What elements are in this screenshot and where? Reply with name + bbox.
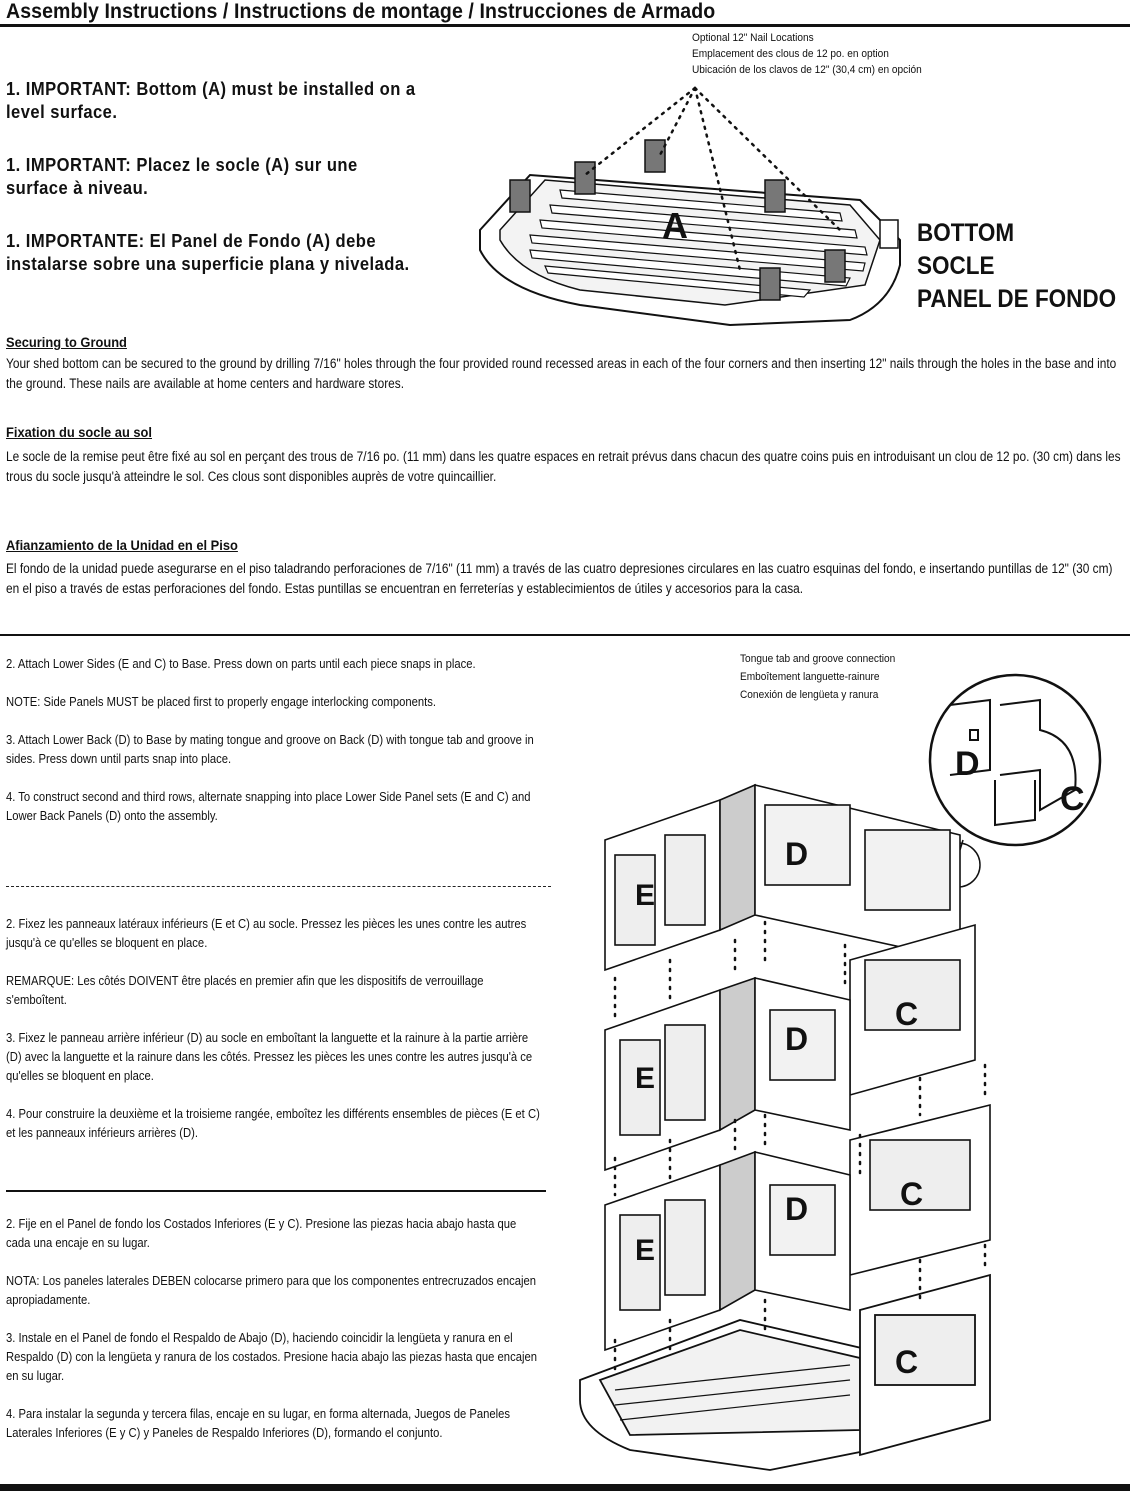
assembly-illustration: D C E D C E D C [579,673,1102,1471]
step-4-es: 4. Para instalar la segunda y tercera fi… [6,1407,511,1440]
bottom-label-fr: SOCLE [917,252,995,280]
step-3-en: 3. Attach Lower Back (D) to Base by mati… [6,733,534,766]
header-rule [0,24,1130,27]
row1-label-e: E [635,879,655,912]
dashed-divider-1 [6,886,551,887]
footer-rule [0,1484,1130,1491]
steps-es: 2. Fije en el Panel de fondo los Costado… [6,1215,542,1462]
nail-caption-fr: Emplacement des clous de 12 po. en optio… [692,48,889,60]
securing-heading-es: Afianzamiento de la Unidad en el Piso [6,537,238,553]
detail-label-d: D [955,745,980,783]
tongue-caption-en: Tongue tab and groove connection [740,653,896,665]
row1-label-d: D [785,836,808,872]
securing-body-fr: Le socle de la remise peut être fixé au … [6,449,1121,484]
bottom-label-en: BOTTOM [917,219,1015,247]
nail-caption-en: Optional 12" Nail Locations [692,32,814,44]
step-3-es: 3. Instale en el Panel de fondo el Respa… [6,1331,537,1383]
securing-body-es: El fondo de la unidad puede asegurarse e… [6,561,1113,596]
important-note-fr: 1. IMPORTANT: Placez le socle (A) sur un… [6,155,358,198]
row3-label-d: D [785,1191,808,1227]
divider-2 [6,1190,546,1192]
important-note-en: 1. IMPORTANT: Bottom (A) must be install… [6,79,416,122]
steps-en: 2. Attach Lower Sides (E and C) to Base.… [6,655,542,845]
step-4-en: 4. To construct second and third rows, a… [6,790,531,823]
note-es: NOTA: Los paneles laterales DEBEN coloca… [6,1274,537,1307]
step-2-en: 2. Attach Lower Sides (E and C) to Base.… [6,657,476,671]
step-2-fr: 2. Fixez les panneaux latéraux inférieur… [6,917,527,950]
row2-label-c: C [895,996,918,1032]
base-illustration: A [479,86,901,327]
section-divider [0,634,1130,636]
bottom-label-es: PANEL DE FONDO [917,285,1117,313]
securing-heading-fr: Fixation du socle au sol [6,424,153,440]
tongue-caption-es: Conexión de lengüeta y ranura [740,689,879,701]
securing-heading-en: Securing to Ground [6,334,127,350]
note-fr: REMARQUE: Les côtés DOIVENT être placés … [6,974,484,1007]
note-en: NOTE: Side Panels MUST be placed first t… [6,695,437,709]
step-3-fr: 3. Fixez le panneau arrière inférieur (D… [6,1031,533,1083]
row2-label-e: E [635,1062,655,1095]
step-2-es: 2. Fije en el Panel de fondo los Costado… [6,1217,517,1250]
steps-fr: 2. Fixez les panneaux latéraux inférieur… [6,915,542,1162]
securing-body-en: Your shed bottom can be secured to the g… [6,356,1117,391]
part-letter-a: A [662,205,688,246]
row2-label-d: D [785,1021,808,1057]
row3-label-e: E [635,1234,655,1267]
nail-caption-es: Ubicación de los clavos de 12" (30,4 cm)… [692,64,922,76]
step-4-fr: 4. Pour construire la deuxième et la tro… [6,1107,540,1140]
row3-label-c: C [900,1176,923,1212]
page-title: Assembly Instructions / Instructions de … [6,0,716,23]
detail-label-c: C [1060,780,1085,818]
base-label-c: C [895,1344,918,1380]
tongue-caption-fr: Emboîtement languette-rainure [740,671,880,683]
important-note-es: 1. IMPORTANTE: El Panel de Fondo (A) deb… [6,231,410,274]
